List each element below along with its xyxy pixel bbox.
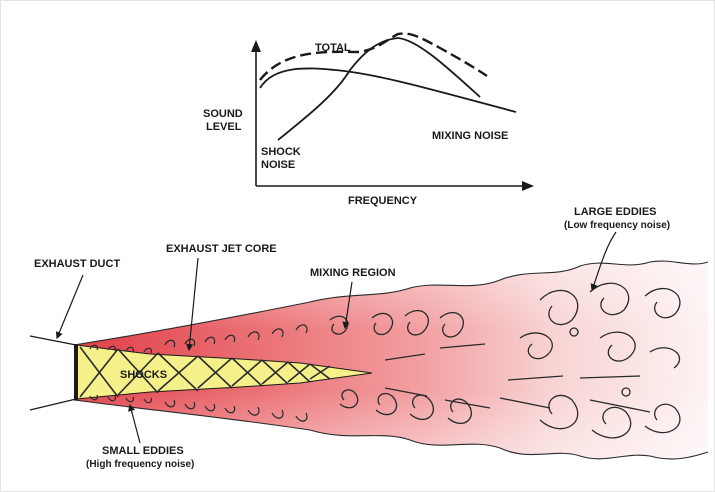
shock-noise-label-line1: SHOCK	[261, 146, 301, 158]
exhaust-jet-core-label: EXHAUST JET CORE	[166, 243, 277, 255]
duct-upper-wall	[30, 336, 76, 345]
duct-exit-plane	[74, 344, 78, 400]
mixing-region-label: MIXING REGION	[310, 267, 396, 279]
jet-plume	[30, 261, 708, 459]
total-label: TOTAL	[315, 42, 351, 54]
small-eddies-label: SMALL EDDIES	[102, 445, 184, 457]
shocks-label: SHOCKS	[120, 369, 167, 381]
x-axis-arrowhead	[522, 181, 534, 191]
exhaust-duct-label: EXHAUST DUCT	[34, 258, 120, 270]
large-eddies-label: LARGE EDDIES	[574, 206, 657, 218]
exhaust-duct-leader	[57, 275, 83, 338]
small-eddies-leader	[130, 405, 140, 443]
sound-level-graph: TOTAL SOUND LEVEL SHOCK NOISE MIXING NOI…	[203, 34, 534, 207]
duct-lower-wall	[30, 399, 76, 410]
sound-level-label-line1: SOUND	[203, 108, 243, 120]
frequency-label: FREQUENCY	[348, 195, 418, 207]
mixing-noise-curve	[260, 68, 516, 112]
sound-level-label-line2: LEVEL	[206, 121, 242, 133]
large-eddies-note: (Low frequency noise)	[564, 220, 670, 231]
shock-noise-label-line2: NOISE	[261, 159, 295, 171]
mixing-noise-label: MIXING NOISE	[432, 130, 508, 142]
y-axis-arrowhead	[251, 40, 261, 52]
small-eddies-note: (High frequency noise)	[86, 459, 194, 470]
